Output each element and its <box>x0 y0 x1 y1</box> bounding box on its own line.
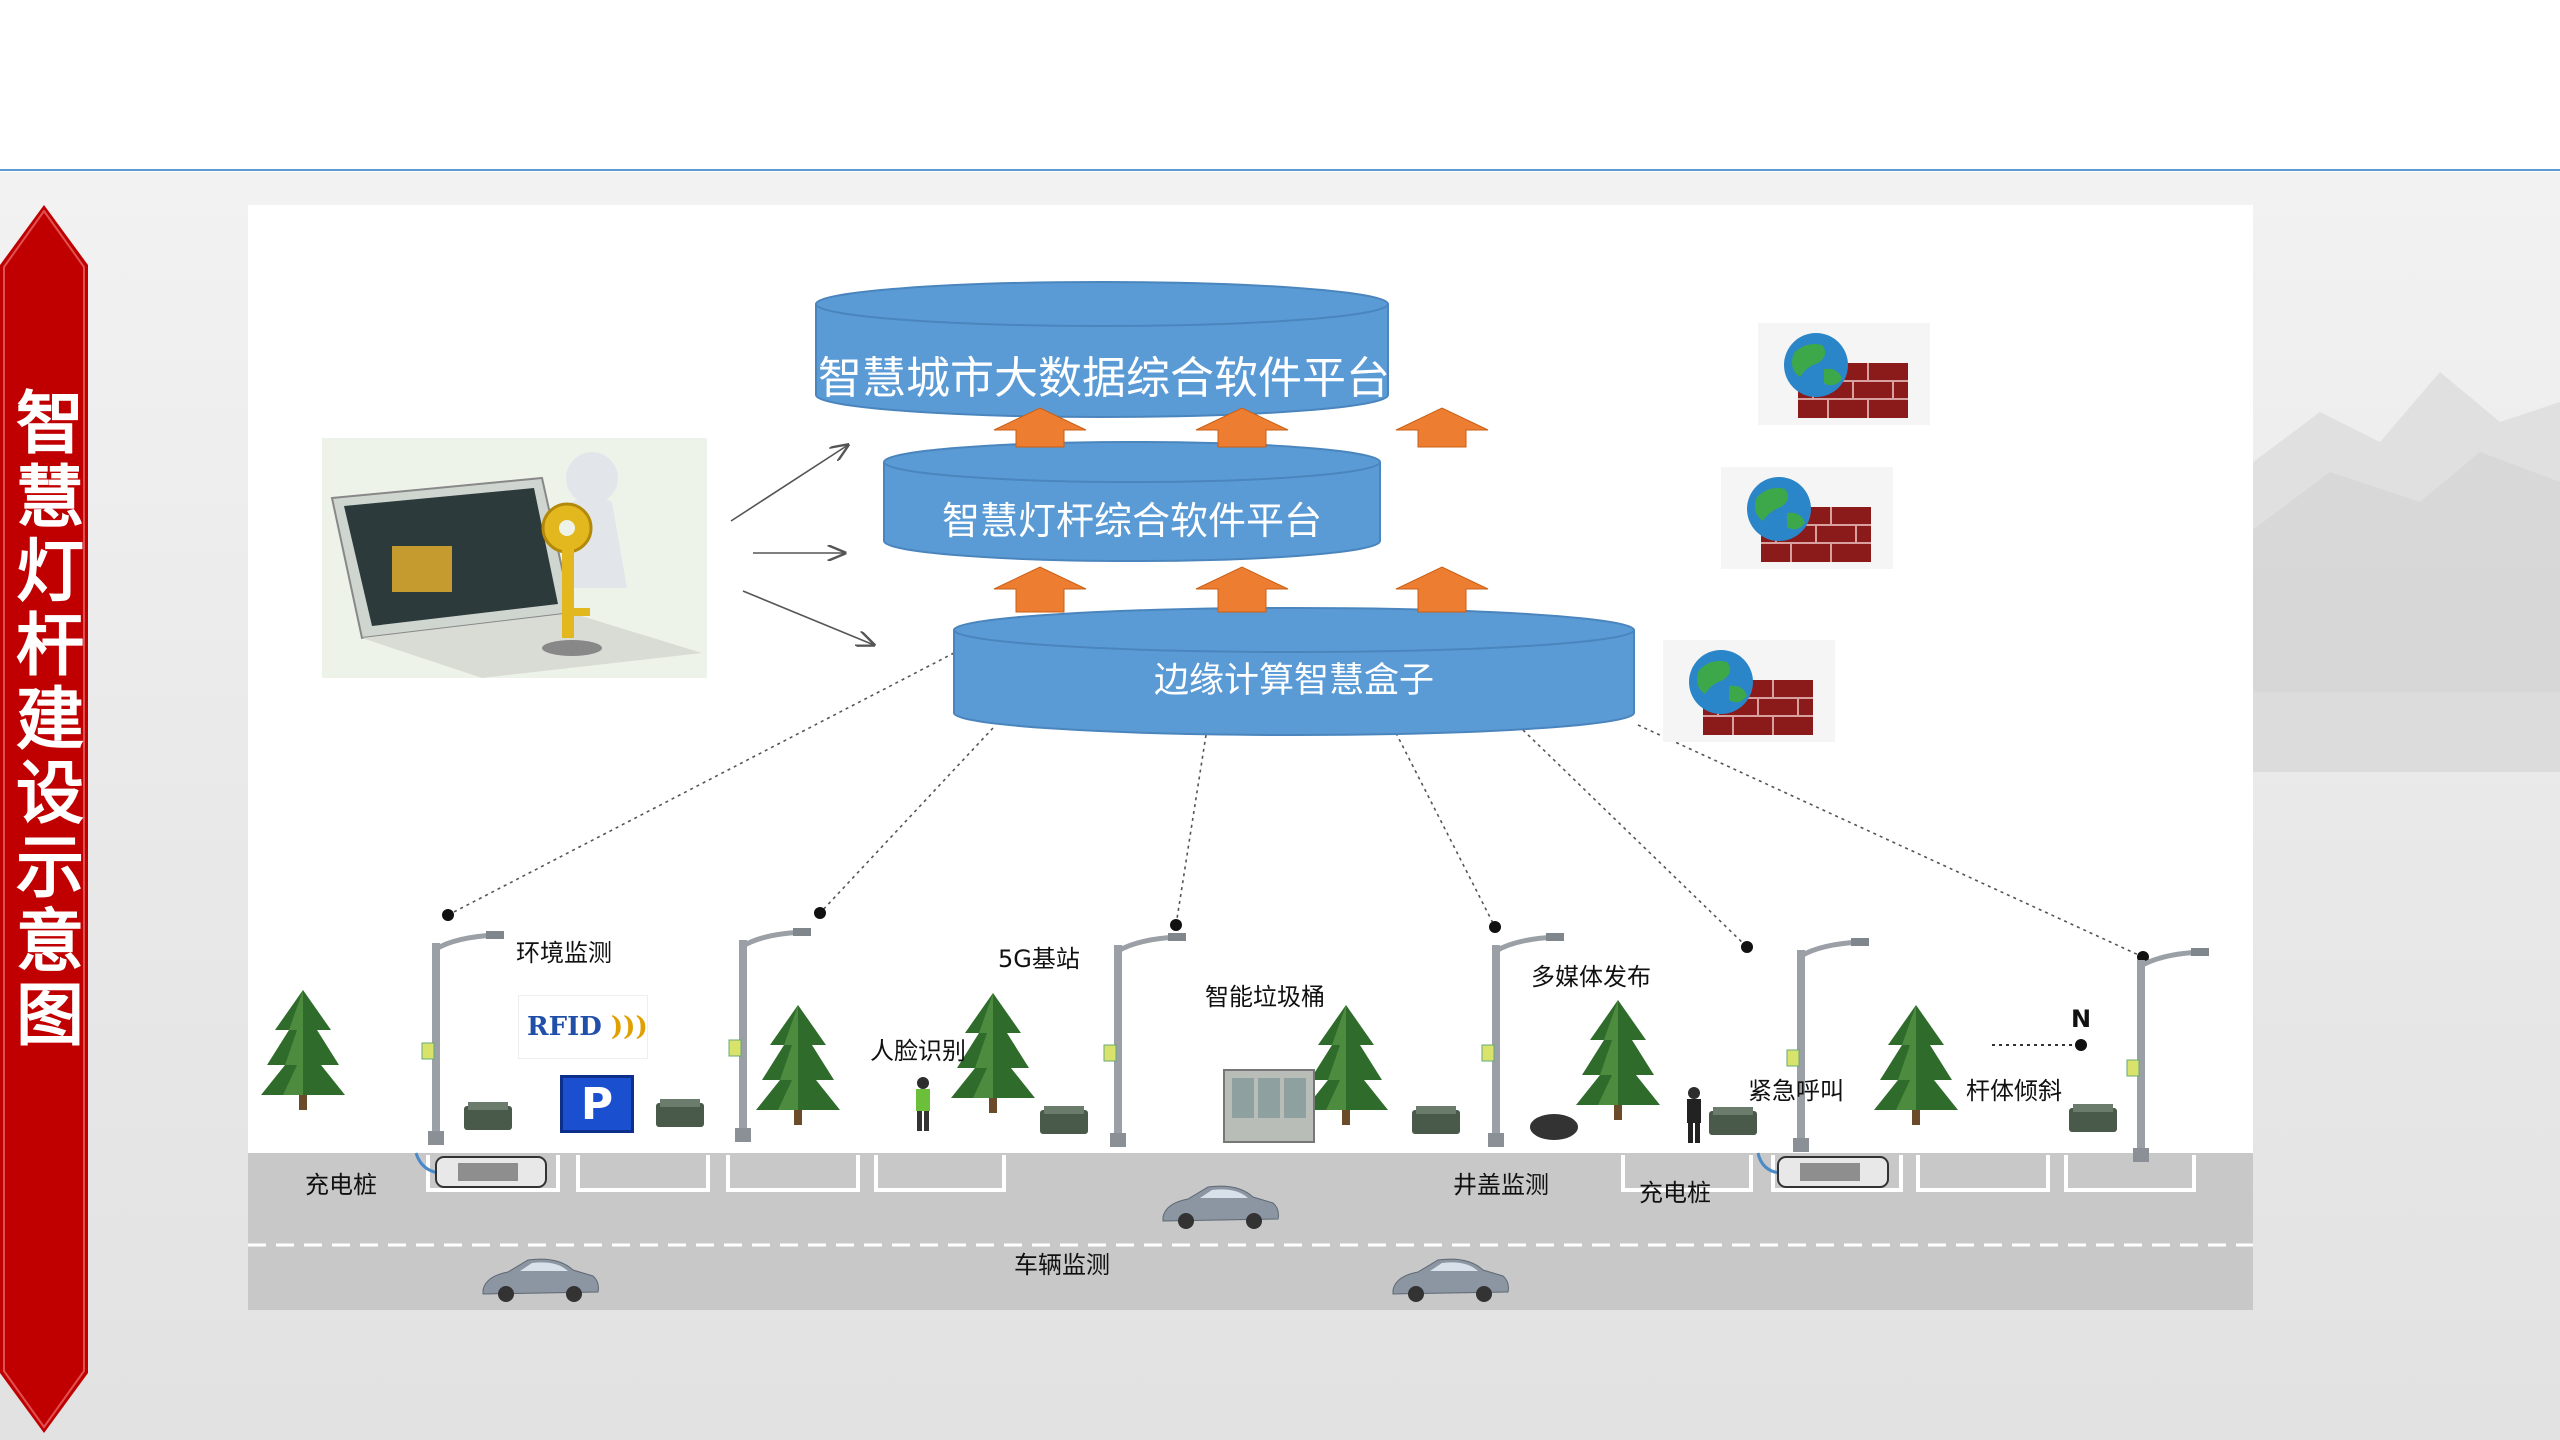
label-5g-station: 5G基站 <box>998 945 1080 973</box>
upward-arrows <box>993 407 1489 613</box>
parked-car-2 <box>1777 1156 1889 1188</box>
big-data-platform-cylinder <box>815 281 1389 418</box>
label-charger-1: 充电桩 <box>305 1171 377 1199</box>
trash-bin-icon <box>1223 1069 1315 1143</box>
pole-platform-label: 智慧灯杆综合软件平台 <box>941 499 1322 543</box>
label-vehicle-monitor: 车辆监测 <box>1014 1251 1110 1279</box>
parking-bays <box>426 1155 2196 1192</box>
edge-connection-lines <box>447 652 2144 958</box>
pedestrian-icon-2 <box>1687 1087 1701 1143</box>
rfid-wave-icon: ))) <box>610 1012 648 1042</box>
label-north: N <box>2071 1005 2092 1033</box>
firewall-globe-icon-1 <box>1758 323 1930 425</box>
label-manhole: 井盖监测 <box>1453 1171 1549 1199</box>
edge-box-cylinder <box>953 607 1635 736</box>
lamp-pole-diagram: RFID ))) P 智慧城市大数据综合软件平台 智慧灯杆综合软件平台 边缘计算… <box>248 205 2253 1310</box>
label-env-monitor: 环境监测 <box>516 939 612 967</box>
mountain-watermark <box>2240 372 2560 772</box>
label-face-recognition: 人脸识别 <box>870 1037 966 1065</box>
security-key-illustration <box>322 438 707 678</box>
rfid-icon: RFID ))) <box>518 995 648 1059</box>
pedestrian-icon-1 <box>916 1077 930 1131</box>
label-emergency-call: 紧急呼叫 <box>1748 1077 1844 1105</box>
header-divider <box>0 169 2560 171</box>
side-title-banner <box>0 205 88 1433</box>
pole-platform-cylinder <box>883 441 1381 562</box>
label-charger-2: 充电桩 <box>1639 1179 1711 1207</box>
edge-box-label: 边缘计算智慧盒子 <box>1153 661 1434 701</box>
label-pole-tilt: 杆体倾斜 <box>1966 1077 2062 1105</box>
rfid-text: RFID <box>527 1012 602 1042</box>
page-title-wrap: 智慧灯杆建设示意图 <box>0 220 88 1220</box>
firewall-globe-icon-3 <box>1663 640 1835 742</box>
parking-icon: P <box>560 1075 634 1133</box>
page-title: 智慧灯杆建设示意图 <box>3 387 84 1053</box>
parked-car-1 <box>435 1156 547 1188</box>
firewall-globe-icon-2 <box>1721 467 1893 569</box>
label-media: 多媒体发布 <box>1531 963 1651 991</box>
parking-letter: P <box>580 1078 614 1130</box>
label-smart-trash: 智能垃圾桶 <box>1205 983 1325 1011</box>
big-data-platform-label: 智慧城市大数据综合软件平台 <box>818 353 1390 404</box>
manhole-icon <box>1530 1114 1578 1140</box>
